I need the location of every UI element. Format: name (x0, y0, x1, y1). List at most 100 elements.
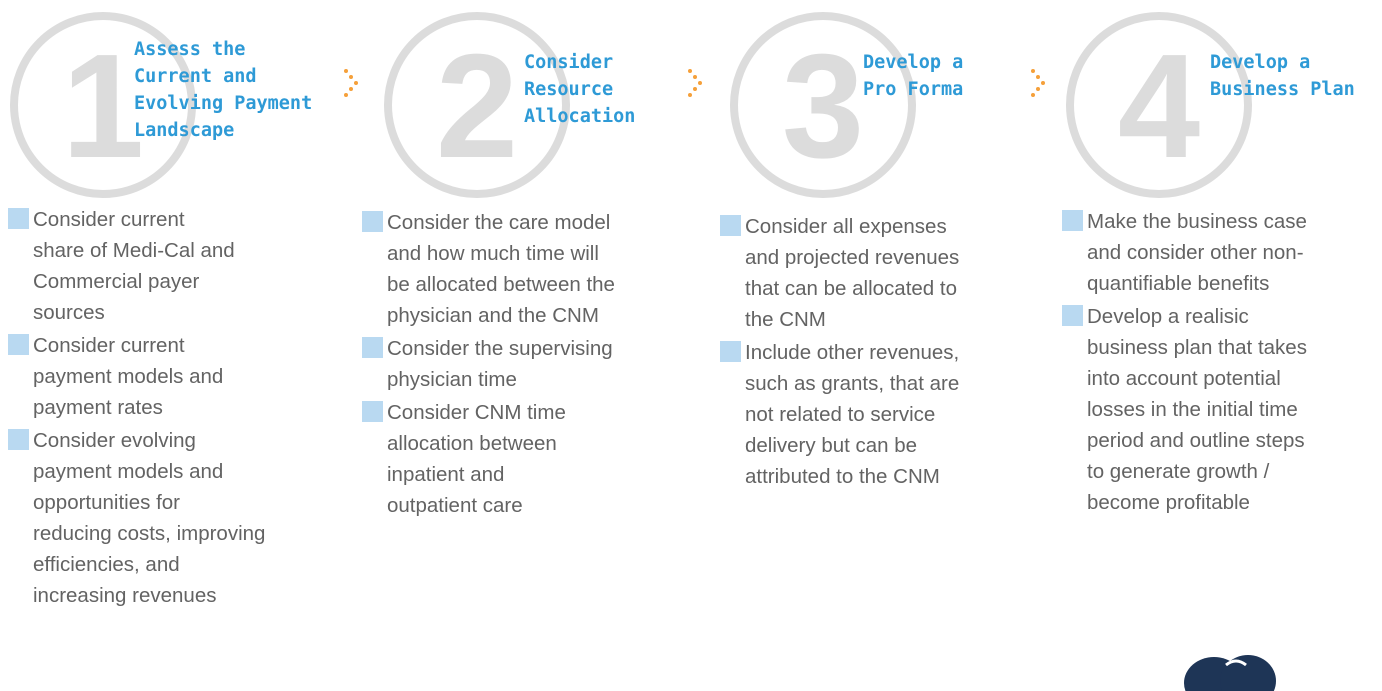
bullet-item: Consider current payment models and paym… (0, 330, 340, 423)
step-title-line: Develop a (1210, 52, 1311, 73)
bullet-line: Consider current (33, 208, 185, 231)
bullet-line: Consider the supervising (387, 337, 613, 360)
step-number: 4 (1117, 24, 1201, 189)
bullet-line: delivery but can be (745, 434, 918, 457)
step-title-line: Develop a (863, 52, 964, 73)
bullet-line: opportunities for (33, 491, 181, 514)
bullet-line: the CNM (745, 308, 826, 331)
step-4: 4 Develop a Business Plan Make the busin… (1052, 0, 1382, 665)
bullet-line: and projected revenues (745, 246, 960, 269)
step-2: 2 Consider Resource Allocation Consider … (354, 0, 694, 665)
bullet-line: share of Medi-Cal and (33, 239, 235, 262)
step-number-circle: 3 (730, 12, 916, 198)
bullet-item: Make the business case and consider othe… (1054, 206, 1374, 299)
bullet-line: into account potential (1087, 367, 1281, 390)
step-title-line: Pro Forma (863, 79, 964, 100)
step-title-line: Consider (524, 52, 614, 73)
bullet-line: Consider the care model (387, 211, 611, 234)
bullet-square-icon (8, 208, 29, 229)
bullet-text: Consider current share of Medi-Cal and C… (33, 204, 340, 328)
bullet-item: Consider all expenses and projected reve… (712, 211, 1032, 335)
bullet-line: Consider evolving (33, 429, 196, 452)
bullet-line: and consider other non- (1087, 241, 1304, 264)
bullet-line: efficiencies, and (33, 553, 180, 576)
step-number: 1 (61, 24, 145, 189)
bullet-line: such as grants, that are (745, 372, 960, 395)
bullet-square-icon (720, 215, 741, 236)
bullet-square-icon (362, 211, 383, 232)
bullet-item: Consider CNM time allocation between inp… (354, 397, 684, 521)
bullet-line: payment models and (33, 460, 224, 483)
bullet-square-icon (8, 429, 29, 450)
bullet-line: Consider all expenses (745, 215, 947, 238)
bullet-text: Make the business case and consider othe… (1087, 206, 1374, 299)
step-number-circle: 2 (384, 12, 570, 198)
bullet-line: sources (33, 301, 105, 324)
step-title: Consider Resource Allocation (524, 49, 694, 130)
bullet-line: allocation between (387, 432, 557, 455)
bullet-text: Include other revenues, such as grants, … (745, 337, 1032, 492)
bullet-line: Commercial payer (33, 270, 200, 293)
bullet-line: period and outline steps (1087, 429, 1305, 452)
bullet-line: inpatient and (387, 463, 505, 486)
bullet-line: that can be allocated to (745, 277, 957, 300)
bullet-line: payment rates (33, 396, 163, 419)
bullet-line: not related to service (745, 403, 936, 426)
step-title-line: Current and (134, 66, 257, 87)
bullet-square-icon (1062, 305, 1083, 326)
step-1: 1 Assess the Current and Evolving Paymen… (0, 0, 340, 665)
bullet-item: Develop a realisic business plan that ta… (1054, 301, 1374, 518)
bullet-line: Make the business case (1087, 210, 1307, 233)
bullet-square-icon (362, 337, 383, 358)
step-title: Develop a Business Plan (1210, 49, 1382, 103)
bullet-text: Develop a realisic business plan that ta… (1087, 301, 1374, 518)
step-title-line: Evolving Payment (134, 93, 313, 114)
bullet-square-icon (720, 341, 741, 362)
bullet-line: attributed to the CNM (745, 465, 940, 488)
bullet-line: quantifiable benefits (1087, 272, 1270, 295)
bullet-list: Consider all expenses and projected reve… (712, 211, 1032, 494)
bullet-item: Consider the supervising physician time (354, 333, 684, 395)
bullet-line: outpatient care (387, 494, 523, 517)
bullet-square-icon (8, 334, 29, 355)
bullet-text: Consider all expenses and projected reve… (745, 211, 1032, 335)
step-number-circle: 4 (1066, 12, 1252, 198)
bullet-line: Consider CNM time (387, 401, 566, 424)
bullet-item: Consider evolving payment models and opp… (0, 425, 340, 611)
bullet-text: Consider the supervising physician time (387, 333, 684, 395)
chevron-right-icon (1031, 69, 1045, 97)
bullet-square-icon (362, 401, 383, 422)
step-title-line: Resource (524, 79, 614, 100)
step-number: 3 (781, 24, 865, 189)
step-number-circle: 1 (10, 12, 196, 198)
logo-icon (1184, 655, 1276, 691)
bullet-line: be allocated between the (387, 273, 615, 296)
bullet-line: physician time (387, 368, 517, 391)
bullet-item: Consider current share of Medi-Cal and C… (0, 204, 340, 328)
bullet-item: Consider the care model and how much tim… (354, 207, 684, 331)
bullet-line: increasing revenues (33, 584, 217, 607)
step-3: 3 Develop a Pro Forma Consider all expen… (706, 0, 1046, 665)
step-title-line: Business Plan (1210, 79, 1355, 100)
bullet-line: Consider current (33, 334, 185, 357)
bullet-line: become profitable (1087, 491, 1250, 514)
chevron-right-icon (344, 69, 358, 97)
bullet-text: Consider current payment models and paym… (33, 330, 340, 423)
bullet-square-icon (1062, 210, 1083, 231)
bullet-list: Consider the care model and how much tim… (354, 207, 684, 523)
bullet-item: Include other revenues, such as grants, … (712, 337, 1032, 492)
step-title: Assess the Current and Evolving Payment … (134, 36, 334, 144)
bullet-text: Consider CNM time allocation between inp… (387, 397, 684, 521)
bullet-text: Consider evolving payment models and opp… (33, 425, 340, 611)
step-title-line: Assess the (134, 39, 246, 60)
chevron-right-icon (688, 69, 702, 97)
bullet-line: Include other revenues, (745, 341, 960, 364)
bullet-line: losses in the initial time (1087, 398, 1298, 421)
step-number: 2 (435, 24, 519, 189)
bullet-line: reducing costs, improving (33, 522, 266, 545)
bullet-line: payment models and (33, 365, 224, 388)
bullet-line: business plan that takes (1087, 336, 1307, 359)
bullet-line: Develop a realisic (1087, 305, 1249, 328)
bullet-line: and how much time will (387, 242, 599, 265)
step-title-line: Landscape (134, 120, 235, 141)
